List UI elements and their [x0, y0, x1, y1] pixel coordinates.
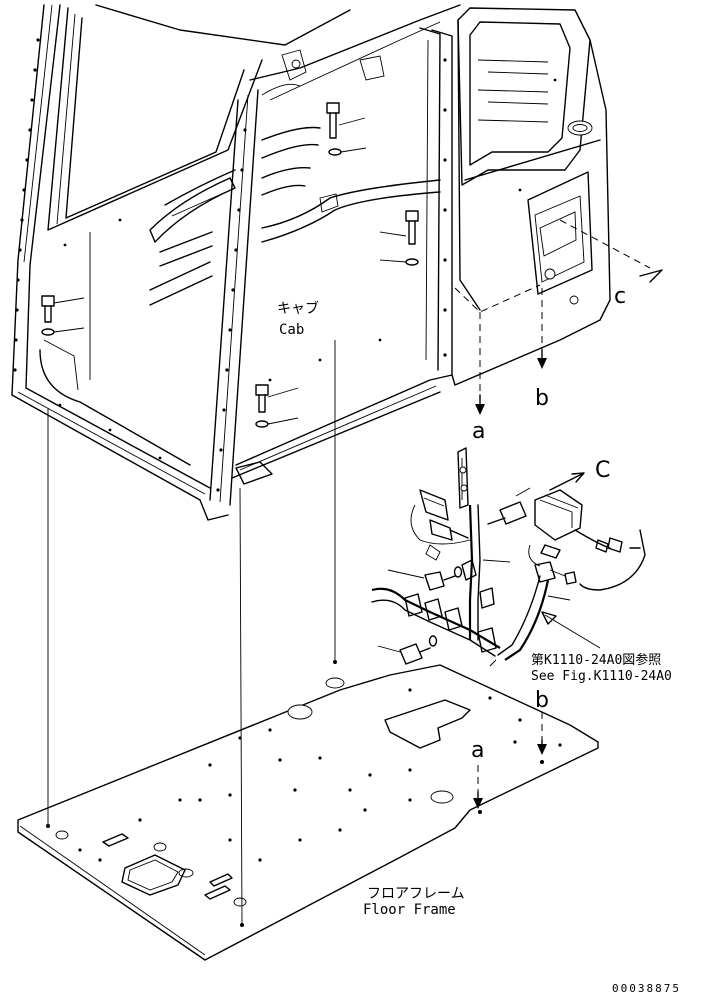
marker-c-lower: C	[595, 458, 611, 483]
marker-a-lower: a	[471, 738, 485, 763]
cab-label-en: Cab	[279, 322, 305, 338]
cab-assembly	[11, 4, 611, 521]
floor-frame-label-jp: フロアフレーム	[367, 886, 465, 902]
marker-b-upper: b	[535, 386, 549, 411]
marker-c-upper: c	[614, 284, 627, 309]
assembly-lines	[47, 219, 663, 926]
reference-note-jp: 第K1110-24A0図参照	[531, 653, 662, 668]
cab-label-jp: キャブ	[277, 301, 319, 317]
cab-bolts	[41, 102, 419, 428]
document-number: 00038875	[612, 982, 681, 995]
floor-frame-label-en: Floor Frame	[363, 902, 456, 918]
reference-note-en: See Fig.K1110-24A0	[531, 669, 672, 684]
harness-parts	[371, 447, 646, 667]
marker-b-lower: b	[535, 688, 549, 713]
floor-frame	[17, 660, 599, 961]
marker-a-upper: a	[472, 419, 486, 444]
